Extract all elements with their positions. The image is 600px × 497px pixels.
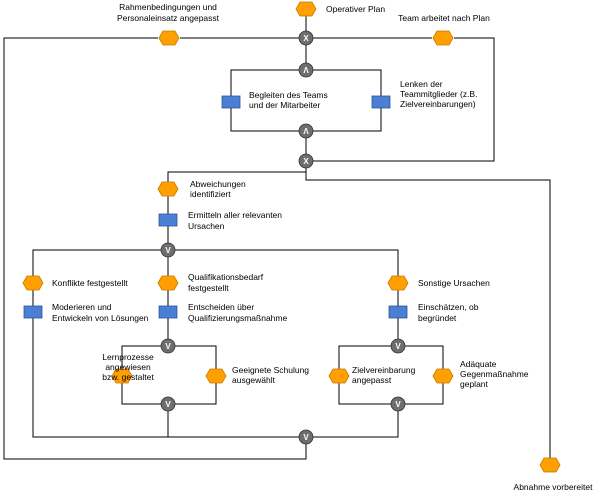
edge xyxy=(3,37,307,460)
event-schulung[interactable] xyxy=(205,368,227,384)
connector-label: Λ xyxy=(303,66,309,75)
event-label: Adäquate xyxy=(460,359,497,369)
function-begleiten[interactable] xyxy=(221,95,241,109)
edge xyxy=(405,383,444,405)
function-entscheiden[interactable] xyxy=(158,305,178,319)
connector-or-right-split[interactable] xyxy=(390,338,406,354)
connector-or-mid-split[interactable] xyxy=(160,338,176,354)
edge xyxy=(313,107,382,132)
function-label: Moderieren und xyxy=(52,302,112,312)
function-label: Ermitteln aller relevanten xyxy=(188,210,282,220)
function-label: Teammitglieder (z.B. xyxy=(400,89,477,99)
function-label: Begleiten des Teams xyxy=(249,90,328,100)
functions xyxy=(23,95,408,319)
function-label: begründet xyxy=(418,313,457,323)
function-label: Einschätzen, ob xyxy=(418,302,479,312)
connector-or-split[interactable] xyxy=(160,242,176,258)
function-moderieren[interactable] xyxy=(23,305,43,319)
edge xyxy=(313,69,382,97)
event-label: Sonstige Ursachen xyxy=(418,278,490,288)
event-team-arbeitet[interactable] xyxy=(432,30,454,46)
edge xyxy=(230,107,299,132)
connector-label: V xyxy=(303,433,309,442)
event-label: Operativer Plan xyxy=(326,4,385,14)
function-label: Entwickeln von Lösungen xyxy=(52,313,149,323)
event-label: Konflikte festgestellt xyxy=(52,278,128,288)
event-operativer-plan[interactable] xyxy=(295,1,317,17)
event-abweichungen[interactable] xyxy=(157,181,179,197)
connector-label: X xyxy=(303,157,309,166)
function-label: und der Mitarbeiter xyxy=(249,100,321,110)
event-label: angewiesen xyxy=(105,362,151,372)
function-label: Entscheiden über xyxy=(188,302,254,312)
event-label: ausgewählt xyxy=(232,375,276,385)
function-einschaetzen[interactable] xyxy=(388,305,408,319)
event-label: Team arbeitet nach Plan xyxy=(398,13,490,23)
edge xyxy=(313,37,495,162)
connector-label: X xyxy=(303,34,309,43)
edge xyxy=(175,383,217,405)
labels: Operativer Plan Rahmenbedingungen und Pe… xyxy=(52,2,593,492)
function-label: Ursachen xyxy=(188,221,225,231)
connector-label: Λ xyxy=(303,127,309,136)
event-label: Personaleinsatz angepasst xyxy=(117,13,220,23)
connector-label: V xyxy=(165,400,171,409)
event-label: Rahmenbedingungen und xyxy=(119,2,217,12)
function-lenken[interactable] xyxy=(371,95,391,109)
connector-label: V xyxy=(395,400,401,409)
edge xyxy=(121,383,161,405)
connector-or-right-join[interactable] xyxy=(390,396,406,412)
function-label: Zielvereinbarungen) xyxy=(400,99,476,109)
edges xyxy=(3,16,551,460)
event-label: geplant xyxy=(460,379,489,389)
function-ermitteln[interactable] xyxy=(158,213,178,227)
events xyxy=(22,1,561,473)
event-label: Abnahme vorbereitet xyxy=(514,482,594,492)
edge xyxy=(32,249,161,276)
event-abnahme[interactable] xyxy=(539,457,561,473)
edge xyxy=(175,249,399,276)
connector-and-split[interactable] xyxy=(298,62,314,78)
event-sonstige-ursachen[interactable] xyxy=(387,275,409,291)
event-qualifikationsbedarf[interactable] xyxy=(157,275,179,291)
function-label: Qualifizierungsmaßnahme xyxy=(188,313,287,323)
edge xyxy=(338,345,391,369)
edge xyxy=(121,345,161,369)
connector-xor-top[interactable] xyxy=(298,30,314,46)
function-label: Lenken der xyxy=(400,79,443,89)
connector-or-final-join[interactable] xyxy=(298,429,314,445)
event-label: bzw. gestaltet xyxy=(102,372,154,382)
event-label: angepasst xyxy=(352,375,392,385)
event-label: Qualifikationsbedarf xyxy=(188,272,264,282)
connector-and-join[interactable] xyxy=(298,123,314,139)
edge xyxy=(313,411,399,438)
event-label: Zielvereinbarung xyxy=(352,365,416,375)
edge xyxy=(338,383,391,405)
event-lernprozesse[interactable] xyxy=(111,368,133,384)
connector-label: V xyxy=(165,246,171,255)
event-label: Abweichungen xyxy=(190,179,246,189)
edge xyxy=(175,345,217,369)
event-label: identifiziert xyxy=(190,189,231,199)
edge xyxy=(230,69,299,97)
edge xyxy=(405,345,444,369)
event-konflikte[interactable] xyxy=(22,275,44,291)
event-rahmenbedingungen[interactable] xyxy=(158,30,180,46)
connector-label: V xyxy=(165,342,171,351)
event-gegenmassnahme[interactable] xyxy=(432,368,454,384)
event-label: Geeignete Schulung xyxy=(232,365,309,375)
connector-label: V xyxy=(395,342,401,351)
edge xyxy=(305,168,551,458)
event-label: festgestellt xyxy=(188,283,229,293)
event-label: Gegenmaßnahme xyxy=(460,369,529,379)
connector-or-mid-join[interactable] xyxy=(160,396,176,412)
event-zielvereinbarung[interactable] xyxy=(328,368,350,384)
event-label: Lernprozesse xyxy=(102,352,154,362)
connectors: X Λ Λ X V V V V V V xyxy=(160,30,406,445)
edge xyxy=(32,318,299,438)
connector-xor-decision[interactable] xyxy=(298,153,314,169)
